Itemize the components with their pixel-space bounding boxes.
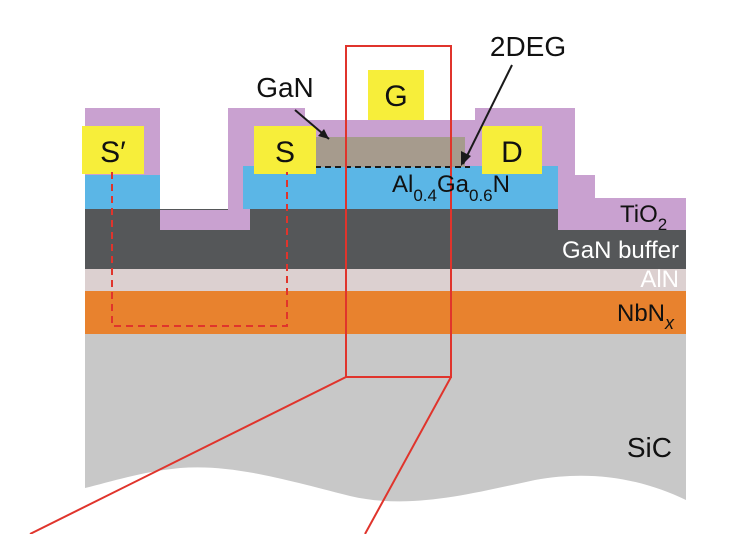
gate-label: G (384, 80, 407, 113)
gan-cap-label: GaN (256, 72, 314, 103)
twodeg-arrow-line (462, 64, 513, 165)
sic-label: SiC (627, 432, 672, 463)
twodeg-arrow-head (461, 151, 471, 166)
source-prime-pad (82, 126, 144, 174)
algan-left (85, 175, 160, 209)
aln-layer (85, 268, 686, 291)
gan-cap (315, 137, 465, 167)
zoom-line-left (29, 376, 347, 534)
nbn-layer (85, 290, 686, 334)
drain-label: D (501, 136, 523, 169)
drain-pad (482, 126, 542, 174)
highlight-box (345, 45, 452, 378)
source-label: S (275, 136, 295, 169)
nbn-label: NbNx (617, 300, 675, 333)
source-pad (254, 126, 316, 174)
zoom-line-right (364, 376, 452, 534)
twodeg-label: 2DEG (490, 31, 566, 62)
tio2-label: TiO2 (620, 201, 667, 234)
aln-label: AlN (640, 266, 679, 293)
source-prime-label: S′ (100, 136, 126, 169)
gate-pad (368, 70, 424, 120)
gan-buffer-label: GaN buffer (562, 237, 679, 264)
algan-label: Al0.4Ga0.6N (392, 171, 510, 205)
current-loop-dashed (111, 172, 288, 327)
gan-arrow-head (318, 129, 329, 139)
sic-substrate (85, 333, 686, 502)
